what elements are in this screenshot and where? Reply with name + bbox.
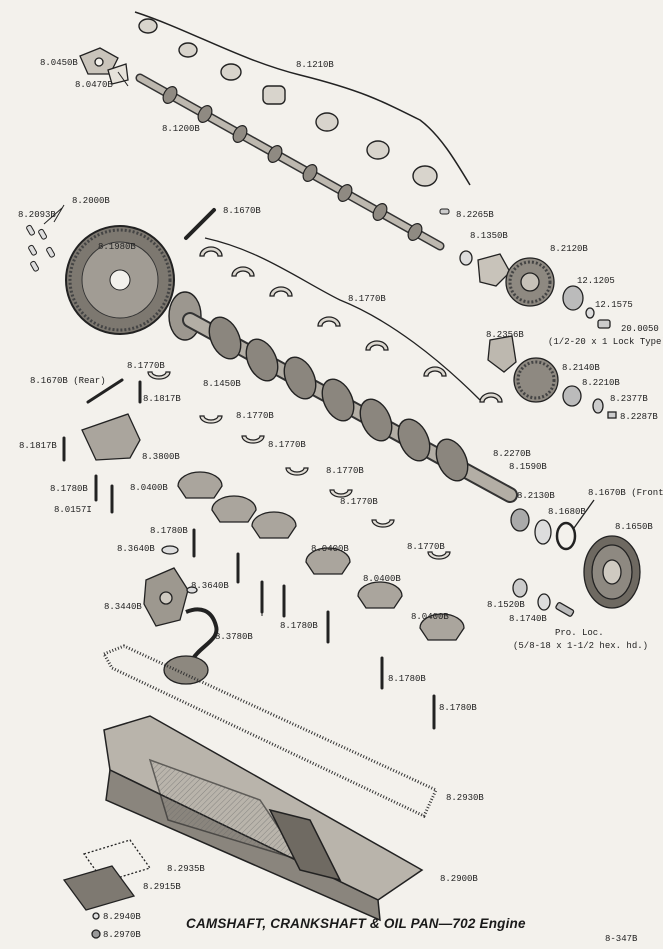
part-label: 8.3780B	[215, 632, 253, 642]
part-label: 8.2265B	[456, 210, 494, 220]
part-label: 8.2287B	[620, 412, 658, 422]
oil-pan	[103, 715, 424, 922]
part-label: 8.2270B	[493, 449, 531, 459]
part-label: 8.1350B	[470, 231, 508, 241]
part-label: 8.2970B	[103, 930, 141, 940]
part-label: 8.0157I	[54, 505, 92, 515]
part-label: 8.1980B	[98, 242, 136, 252]
camshaft-thrust-plate	[79, 47, 129, 85]
part-label: 8.1670B	[223, 206, 261, 216]
part-label: 8.0400B	[411, 612, 449, 622]
part-label: (1/2-20 x 1 Lock Type)	[548, 337, 663, 347]
part-label: 8.1450B	[203, 379, 241, 389]
part-label: (5/8-18 x 1-1/2 hex. hd.)	[513, 641, 649, 651]
part-label: 8.1770B	[340, 497, 378, 507]
flywheel	[65, 225, 175, 335]
part-label: 8.1590B	[509, 462, 547, 472]
part-label: 8.1520B	[487, 600, 525, 610]
crankshaft-front-parts	[510, 499, 641, 617]
part-label: 8.2356B	[486, 330, 524, 340]
part-label: 8.1780B	[439, 703, 477, 713]
camshaft	[135, 73, 445, 251]
part-label: 8.3640B	[117, 544, 155, 554]
part-label: 8.2940B	[103, 912, 141, 922]
camshaft-gear-parts	[459, 250, 611, 329]
part-label: 8.1770B	[326, 466, 364, 476]
main-bearing-upper-brace	[204, 237, 481, 401]
part-label: 8.1670B (Rear)	[30, 376, 106, 386]
part-label: 8.1770B	[348, 294, 386, 304]
part-label: 8.1670B (Front)	[588, 488, 663, 498]
diagram-title: CAMSHAFT, CRANKSHAFT & OIL PAN—702 Engin…	[186, 916, 526, 931]
crankshaft-gear-parts	[487, 335, 617, 419]
part-label: 8.1817B	[19, 441, 57, 451]
part-label: 8.1780B	[280, 621, 318, 631]
part-label: 8.3440B	[104, 602, 142, 612]
plate-number: 8-347B	[605, 934, 638, 944]
main-bearing-caps	[81, 413, 465, 641]
part-label: 8.0400B	[363, 574, 401, 584]
part-label: 8.1210B	[296, 60, 334, 70]
oil-pan-cover-plate	[62, 839, 152, 939]
part-label: 8.0450B	[40, 58, 78, 68]
part-label: 8.1817B	[143, 394, 181, 404]
part-label: 8.1740B	[509, 614, 547, 624]
camshaft-bearings	[138, 18, 438, 187]
cap-bolts	[62, 378, 436, 730]
camshaft-key	[439, 208, 450, 215]
part-label: 8.2935B	[167, 864, 205, 874]
part-label: 12.1575	[595, 300, 633, 310]
part-label: 8.2210B	[582, 378, 620, 388]
part-label: 8.2377B	[610, 394, 648, 404]
flywheel-dowel	[184, 208, 216, 240]
part-label: 8.1650B	[615, 522, 653, 532]
oil-pan-gasket	[101, 644, 438, 819]
part-label: 8.0400B	[130, 483, 168, 493]
part-label: 8.2093B	[18, 210, 56, 220]
flywheel-bolt-locks	[26, 207, 63, 272]
part-label: 8.2915B	[143, 882, 181, 892]
part-label: 8.1780B	[50, 484, 88, 494]
part-label: 8.2930B	[446, 793, 484, 803]
part-label: 20.0050	[621, 324, 659, 334]
camshaft-bearing-brace	[134, 11, 471, 186]
part-label: 8.1780B	[388, 674, 426, 684]
part-label: 8.2130B	[517, 491, 555, 501]
part-label: 8.2900B	[440, 874, 478, 884]
part-label: 8.1200B	[162, 124, 200, 134]
part-label: 8.2140B	[562, 363, 600, 373]
part-label: 8.0470B	[75, 80, 113, 90]
part-label: 8.1770B	[268, 440, 306, 450]
part-label: 8.3640B	[191, 581, 229, 591]
lower-main-bearings	[147, 371, 451, 560]
part-label: 8.1780B	[150, 526, 188, 536]
part-label: 8.1770B	[127, 361, 165, 371]
part-label: 8.3800B	[142, 452, 180, 462]
part-label: 8.2000B	[72, 196, 110, 206]
oil-pump-assembly	[143, 545, 219, 685]
crankshaft	[168, 291, 518, 503]
part-label: 8.1770B	[236, 411, 274, 421]
part-label: Pro. Loc.	[555, 628, 604, 638]
part-label: 8.2120B	[550, 244, 588, 254]
part-label: 8.0400B	[311, 544, 349, 554]
part-label: 12.1205	[577, 276, 615, 286]
upper-main-bearings	[199, 246, 503, 403]
leader-lines	[53, 71, 263, 616]
part-label: 8.1680B	[548, 507, 586, 517]
part-label: 8.1770B	[407, 542, 445, 552]
